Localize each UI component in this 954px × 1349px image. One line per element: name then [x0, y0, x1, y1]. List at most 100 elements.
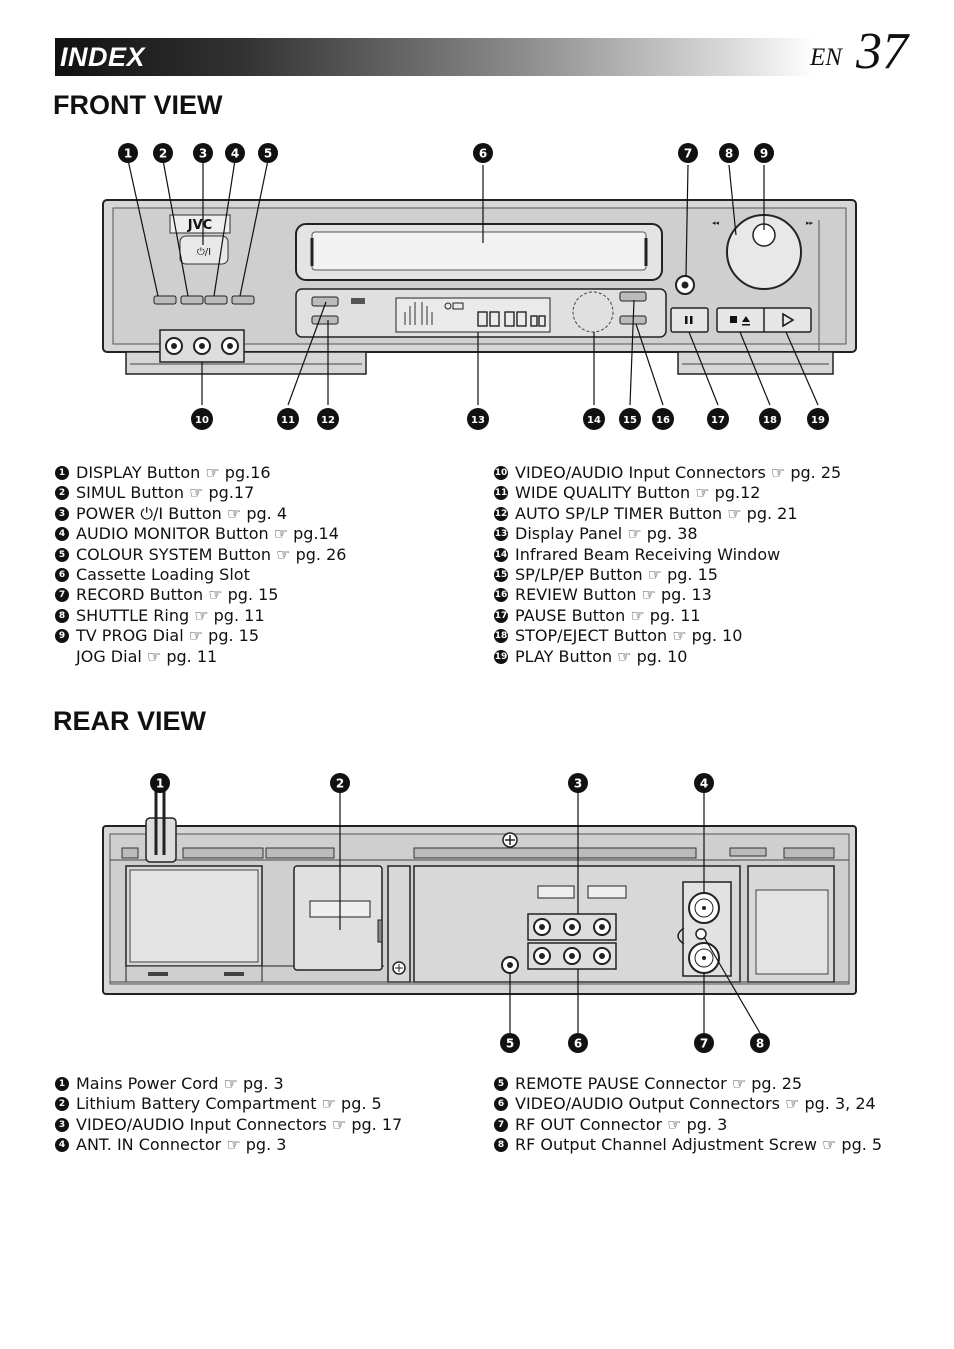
rear-callout-5: 5 — [500, 1033, 520, 1053]
front-callout-5: 5 — [258, 143, 278, 163]
display-button-shape — [153, 295, 177, 305]
svg-text:15: 15 — [623, 415, 637, 426]
svg-text:8: 8 — [725, 147, 733, 161]
svg-text:7: 7 — [684, 147, 692, 161]
jvc-logo: JVC — [187, 218, 212, 233]
svg-text:3: 3 — [199, 147, 207, 161]
sp-lp-ep-button-shape — [619, 291, 647, 302]
svg-text:19: 19 — [811, 415, 825, 426]
rear-callout-2: 2 — [330, 773, 350, 793]
front-callout-19: 19 — [807, 408, 829, 430]
power-cord-shape — [145, 817, 177, 863]
svg-text:2: 2 — [159, 147, 167, 161]
battery-compartment-shape — [293, 865, 383, 971]
front-callout-15: 15 — [619, 408, 641, 430]
svg-text:6: 6 — [574, 1037, 582, 1051]
front-callout-10: 10 — [191, 408, 213, 430]
header-bar — [55, 38, 815, 76]
front-callout-7: 7 — [678, 143, 698, 163]
svg-text:7: 7 — [700, 1037, 708, 1051]
infrared-window-shape — [572, 291, 614, 333]
svg-text:18: 18 — [763, 415, 777, 426]
rear-callout-1: 1 — [150, 773, 170, 793]
display-panel-shape — [395, 297, 551, 333]
svg-text:8: 8 — [756, 1037, 764, 1051]
svg-text:11: 11 — [281, 415, 295, 426]
svg-text:6: 6 — [479, 147, 487, 161]
front-callout-3: 3 — [193, 143, 213, 163]
front-callout-16: 16 — [652, 408, 674, 430]
svg-text:◂◂: ◂◂ — [712, 219, 720, 227]
rear-callout-6: 6 — [568, 1033, 588, 1053]
audio-monitor-button-shape — [204, 295, 228, 305]
front-callout-9: 9 — [754, 143, 774, 163]
rear-callout-7: 7 — [694, 1033, 714, 1053]
rear-callout-8: 8 — [750, 1033, 770, 1053]
svg-text:5: 5 — [264, 147, 272, 161]
rear-view-title: REAR VIEW — [53, 706, 207, 736]
front-callout-4: 4 — [225, 143, 245, 163]
svg-text:14: 14 — [587, 415, 601, 426]
page-title: INDEX — [60, 42, 146, 72]
front-callout-17: 17 — [707, 408, 729, 430]
svg-text:5: 5 — [506, 1037, 514, 1051]
front-view-title: FRONT VIEW — [53, 90, 223, 120]
page-language: EN — [810, 44, 842, 71]
colour-system-button-shape — [231, 295, 255, 305]
front-callout-12: 12 — [317, 408, 339, 430]
svg-text:13: 13 — [471, 415, 485, 426]
front-callout-2: 2 — [153, 143, 173, 163]
svg-text:10: 10 — [195, 415, 209, 426]
svg-text:4: 4 — [700, 777, 708, 791]
svg-text:16: 16 — [656, 415, 670, 426]
front-view-diagram: JVC ⏻/I ◂◂ ▸▸ — [102, 143, 857, 430]
rf-screw-shape — [695, 928, 707, 940]
front-right-foot — [677, 351, 834, 375]
svg-text:9: 9 — [760, 147, 768, 161]
svg-text:4: 4 — [231, 147, 239, 161]
front-callout-18: 18 — [759, 408, 781, 430]
svg-text:2: 2 — [336, 777, 344, 791]
auto-sp-lp-timer-button-shape — [311, 315, 339, 325]
front-callout-8: 8 — [719, 143, 739, 163]
pause-button-shape — [670, 307, 709, 333]
rear-callout-3: 3 — [568, 773, 588, 793]
svg-text:17: 17 — [711, 415, 725, 426]
svg-text:▸▸: ▸▸ — [806, 219, 814, 227]
svg-text:3: 3 — [574, 777, 582, 791]
jvc-logo-panel — [169, 214, 231, 234]
svg-text:12: 12 — [321, 415, 335, 426]
power-symbol: ⏻/I — [197, 247, 211, 258]
front-callout-1: 1 — [118, 143, 138, 163]
rear-callout-4: 4 — [694, 773, 714, 793]
simul-button-shape — [180, 295, 204, 305]
rear-view-diagram: 1 2 3 4 5 6 7 8 — [102, 773, 857, 1053]
svg-text:1: 1 — [156, 777, 164, 791]
